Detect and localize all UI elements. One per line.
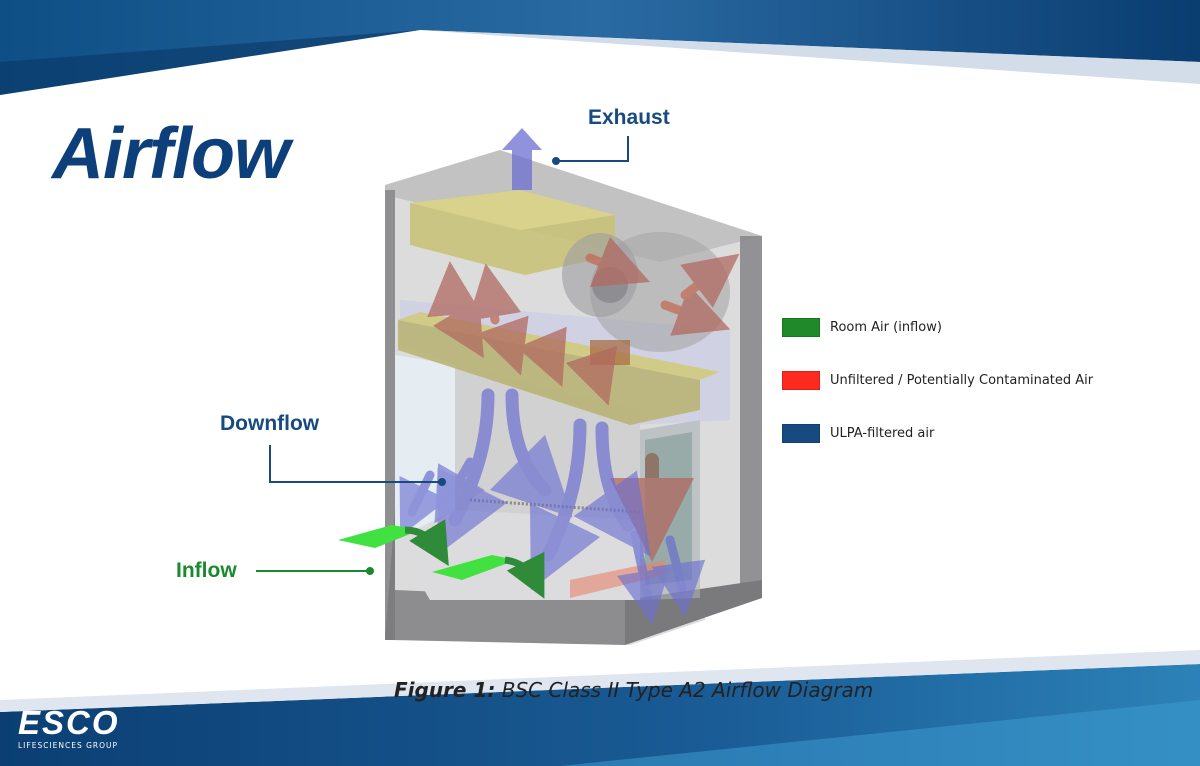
legend-swatch <box>782 370 820 390</box>
legend-item-ulpa-air: ULPA-filtered air <box>782 422 1182 444</box>
inflow-arrows <box>338 519 545 599</box>
logo-subtitle: LIFESCIENCES GROUP <box>18 741 119 750</box>
legend-item-room-air: Room Air (inflow) <box>782 316 1182 338</box>
legend-label: Unfiltered / Potentially Contaminated Ai… <box>830 372 1094 388</box>
legend: Room Air (inflow) Unfiltered / Potential… <box>782 316 1182 475</box>
exhaust-arrow <box>502 128 542 190</box>
legend-item-unfiltered-air: Unfiltered / Potentially Contaminated Ai… <box>782 369 1182 391</box>
esco-logo: ESCO LIFESCIENCES GROUP <box>18 706 128 750</box>
callout-exhaust: Exhaust <box>588 106 670 129</box>
callout-inflow: Inflow <box>176 559 237 582</box>
legend-swatch <box>782 317 820 337</box>
caption-prefix: Figure 1: <box>394 678 496 702</box>
legend-label: ULPA-filtered air <box>830 425 935 441</box>
callout-downflow: Downflow <box>220 412 320 435</box>
legend-swatch <box>782 423 820 443</box>
caption-text: BSC Class II Type A2 Airflow Diagram <box>495 678 874 702</box>
contaminated-air-arrows <box>427 236 740 562</box>
figure-caption: Figure 1: BSC Class II Type A2 Airflow D… <box>394 678 873 702</box>
callout-lines <box>256 136 629 575</box>
legend-label: Room Air (inflow) <box>830 319 942 335</box>
page-title: Airflow <box>52 114 290 194</box>
logo-wordmark: ESCO <box>18 704 120 741</box>
